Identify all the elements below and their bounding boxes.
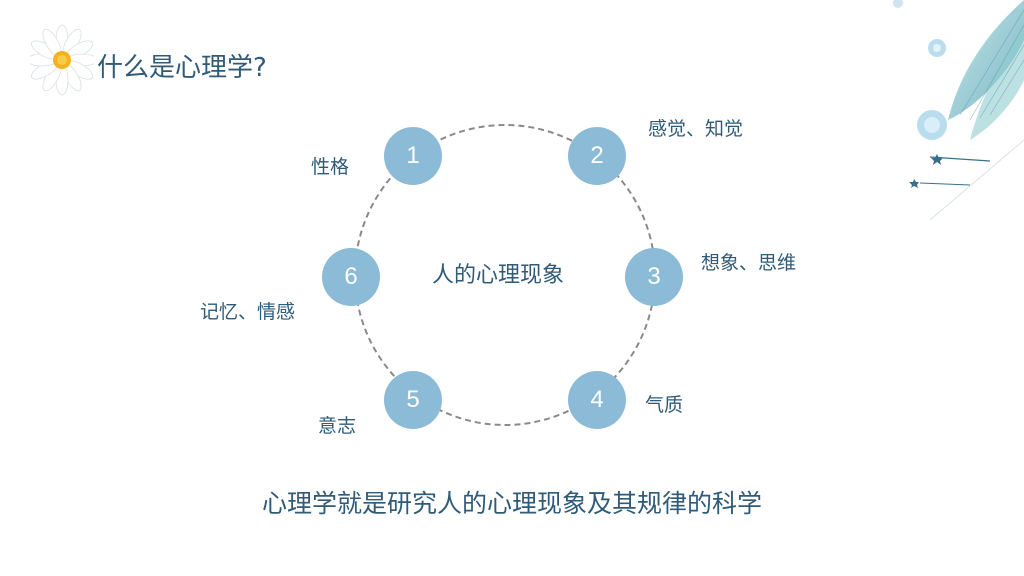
node-label-1: 性格 bbox=[311, 156, 350, 178]
node-1: 1 bbox=[384, 127, 442, 185]
node-6: 6 bbox=[322, 248, 380, 306]
center-label: 人的心理现象 bbox=[432, 263, 565, 288]
node-label-5: 意志 bbox=[318, 415, 357, 437]
daisy-icon bbox=[30, 24, 94, 96]
node-5: 5 bbox=[384, 371, 442, 429]
page-title: 什么是心理学? bbox=[97, 53, 267, 83]
node-2: 2 bbox=[568, 127, 626, 185]
node-3: 3 bbox=[625, 248, 683, 306]
conclusion-text: 心理学就是研究人的心理现象及其规律的科学 bbox=[261, 489, 762, 518]
node-label-6: 记忆、情感 bbox=[200, 301, 296, 323]
node-4: 4 bbox=[568, 371, 626, 429]
feather-icon bbox=[893, 0, 1024, 220]
node-label-3: 想象、思维 bbox=[701, 252, 797, 274]
node-label-2: 感觉、知觉 bbox=[648, 118, 744, 140]
node-label-4: 气质 bbox=[645, 394, 684, 416]
